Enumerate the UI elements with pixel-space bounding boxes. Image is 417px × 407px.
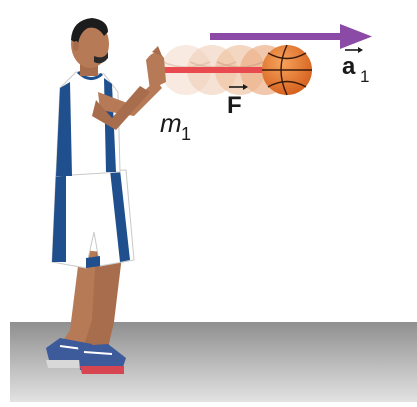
mass-label: m 1 <box>160 108 191 144</box>
mass-subscript: 1 <box>181 124 191 144</box>
mass-symbol: m <box>160 108 182 138</box>
acceleration-label: a 1 <box>342 47 369 86</box>
acceleration-symbol: a <box>342 53 356 80</box>
acceleration-arrow <box>210 24 372 49</box>
front-shoe <box>78 344 126 374</box>
acceleration-subscript: 1 <box>360 67 369 86</box>
basketball <box>262 44 312 96</box>
force-symbol: F <box>227 92 242 119</box>
basketball-player <box>46 18 166 374</box>
force-label: F <box>227 84 248 119</box>
